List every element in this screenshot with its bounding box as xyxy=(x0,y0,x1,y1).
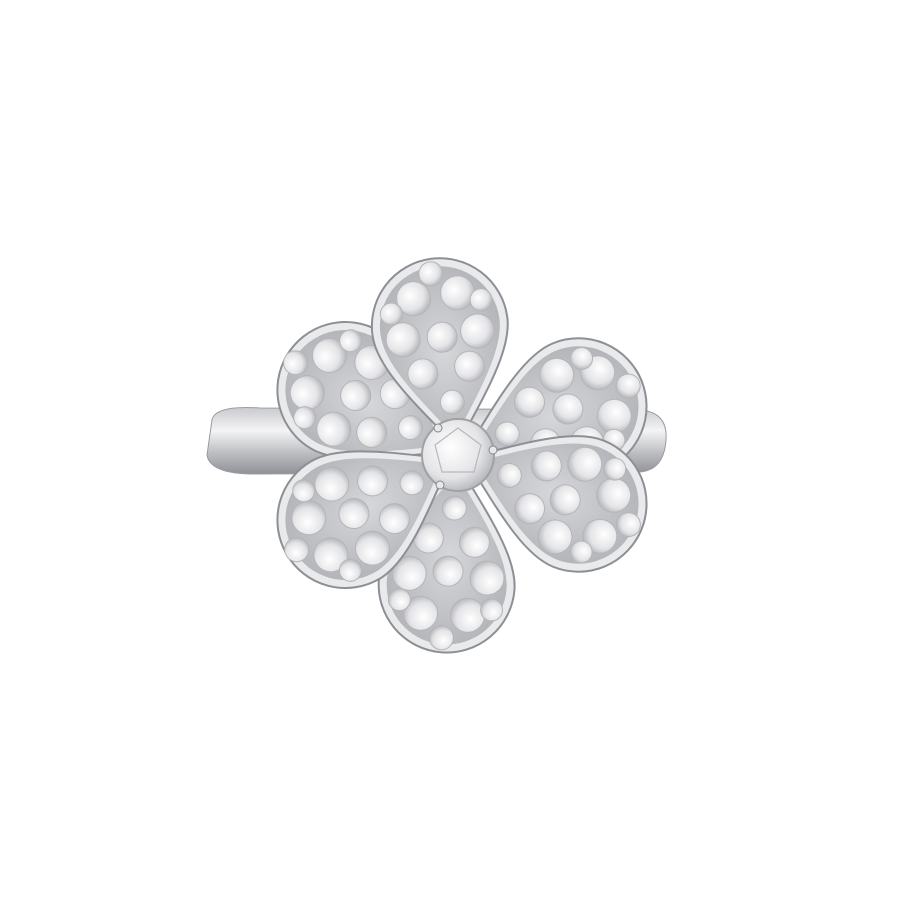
pave-diamond xyxy=(396,281,432,317)
petal xyxy=(463,435,648,573)
pave-diamond xyxy=(603,457,627,481)
pave-diamond xyxy=(356,416,388,448)
pave-diamond xyxy=(569,540,593,564)
pave-diamond xyxy=(391,555,427,591)
petal xyxy=(276,321,453,460)
pave-diamond xyxy=(615,512,641,538)
pave-diamond xyxy=(469,288,493,312)
pave-diamond xyxy=(385,322,421,358)
pave-diamond xyxy=(338,498,370,530)
pave-diamond xyxy=(469,560,505,596)
pave-diamond xyxy=(292,479,316,503)
pave-diamond xyxy=(596,477,632,513)
center-diamond xyxy=(421,418,498,492)
pave-diamond xyxy=(293,406,317,430)
pave-diamond xyxy=(496,463,522,489)
pave-diamond xyxy=(339,329,363,353)
pave-diamond xyxy=(549,484,581,516)
pave-diamond xyxy=(289,375,325,411)
pave-diamond xyxy=(480,598,504,622)
pave-diamond xyxy=(426,321,458,353)
pave-diamond xyxy=(458,526,490,558)
flower-head xyxy=(276,257,648,654)
pave-diamond xyxy=(539,357,575,393)
pave-diamond xyxy=(460,313,496,349)
pave-diamond xyxy=(387,588,411,612)
pave-diamond xyxy=(514,386,546,418)
pave-diamond xyxy=(454,350,486,382)
pave-diamond xyxy=(402,595,438,631)
petal xyxy=(370,257,509,449)
pave-diamond xyxy=(354,530,390,566)
pave-diamond xyxy=(338,558,362,582)
pave-diamond xyxy=(582,518,618,554)
pave-diamond xyxy=(514,493,546,525)
pave-diamond xyxy=(428,625,454,651)
petal xyxy=(276,450,453,589)
pave-diamond xyxy=(398,415,424,441)
pave-diamond xyxy=(283,350,309,376)
pave-diamond xyxy=(357,465,389,497)
pave-diamond xyxy=(379,302,403,326)
pave-diamond xyxy=(399,470,425,496)
pave-diamond xyxy=(530,450,562,482)
pave-diamond xyxy=(570,347,594,371)
pave-diamond xyxy=(418,261,444,287)
pave-diamond xyxy=(615,373,641,399)
pave-diamond xyxy=(291,500,327,536)
pave-diamond xyxy=(439,389,465,415)
pave-diamond xyxy=(432,555,464,587)
pave-diamond xyxy=(316,411,352,447)
pave-diamond xyxy=(494,421,520,447)
pave-diamond xyxy=(537,519,573,555)
petal xyxy=(377,461,516,654)
pave-diamond xyxy=(340,380,372,412)
pave-diamond xyxy=(407,358,439,390)
pave-diamond xyxy=(312,337,348,373)
pave-diamond xyxy=(441,495,467,521)
pave-diamond xyxy=(378,503,410,535)
pave-diamond xyxy=(567,446,603,482)
pave-diamond xyxy=(314,466,350,502)
pave-diamond xyxy=(284,537,310,563)
pave-diamond xyxy=(552,393,584,425)
